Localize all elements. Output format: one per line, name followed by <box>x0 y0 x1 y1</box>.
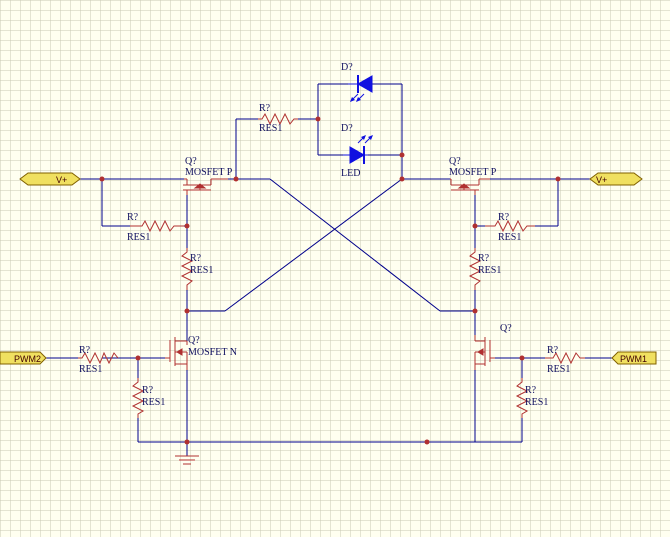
label-r-right-pwm-designator: R? <box>547 345 559 356</box>
resistor-left-pwm <box>78 351 103 365</box>
resistors <box>78 112 585 418</box>
label-r-left-drain-designator: R? <box>190 253 202 264</box>
led-top <box>348 75 373 102</box>
label-q-right-p-value: MOSFET P <box>449 167 497 178</box>
port-vplus-left[interactable]: V+ <box>19 172 81 186</box>
label-r-right-pwm-value: RES1 <box>547 364 570 375</box>
port-vplus-right[interactable]: V+ <box>589 172 643 186</box>
label-r-left-gate-designator: R? <box>127 212 139 223</box>
label-q-left-n-designator: Q? <box>188 335 200 346</box>
label-r-left-pwm-designator: R? <box>79 345 91 356</box>
resistor-right-pwm <box>545 351 585 365</box>
port-label: V+ <box>596 175 607 185</box>
port-label: PWM1 <box>620 354 647 364</box>
label-r-left-gate-value: RES1 <box>127 232 150 243</box>
label-r-top-value: RES1 <box>259 123 282 134</box>
label-r-right-pulldown-value: RES1 <box>525 397 548 408</box>
label-d-bottom-value: LED <box>341 168 360 179</box>
port-pwm2[interactable]: PWM2 <box>0 351 47 365</box>
mosfet-right-n <box>474 335 495 370</box>
label-r-right-gate-designator: R? <box>498 212 510 223</box>
label-q-left-n-value: MOSFET N <box>188 347 237 358</box>
wires <box>45 83 612 456</box>
port-label: PWM2 <box>14 354 41 364</box>
label-r-left-pwm-value: RES1 <box>79 364 102 375</box>
resistor-right-pulldown <box>515 378 529 418</box>
mosfet-left-p <box>183 178 228 195</box>
label-r-top-designator: R? <box>259 103 271 114</box>
label-r-right-pulldown-designator: R? <box>525 385 537 396</box>
junctions <box>99 116 561 445</box>
resistor-right-gate <box>485 219 535 233</box>
label-d-bottom-designator: D? <box>341 123 353 134</box>
label-q-right-n-designator: Q? <box>500 323 512 334</box>
resistor-right-drain <box>468 248 482 290</box>
label-r-right-drain-designator: R? <box>478 253 490 264</box>
label-r-left-drain-value: RES1 <box>190 265 213 276</box>
resistor-left-pulldown <box>131 378 145 418</box>
port-label: V+ <box>56 175 67 185</box>
resistor-left-drain <box>180 248 194 290</box>
resistor-left-gate <box>130 219 184 233</box>
port-pwm1[interactable]: PWM1 <box>611 351 657 365</box>
led-bottom <box>343 135 373 164</box>
label-q-left-p-value: MOSFET P <box>185 167 233 178</box>
mosfet-left-n <box>165 337 188 370</box>
resistor-top <box>258 112 298 126</box>
label-r-right-gate-value: RES1 <box>498 232 521 243</box>
component-labels: R? RES1 D? D? LED Q? MOSFET P Q? MOSFET … <box>79 62 570 408</box>
ground-symbol <box>175 455 199 465</box>
label-r-left-pulldown-designator: R? <box>142 385 154 396</box>
label-r-right-drain-value: RES1 <box>478 265 501 276</box>
mosfet-right-p <box>450 178 490 195</box>
label-d-top-designator: D? <box>341 62 353 73</box>
label-r-left-pulldown-value: RES1 <box>142 397 165 408</box>
label-q-right-p-designator: Q? <box>449 156 461 167</box>
label-q-left-p-designator: Q? <box>185 156 197 167</box>
